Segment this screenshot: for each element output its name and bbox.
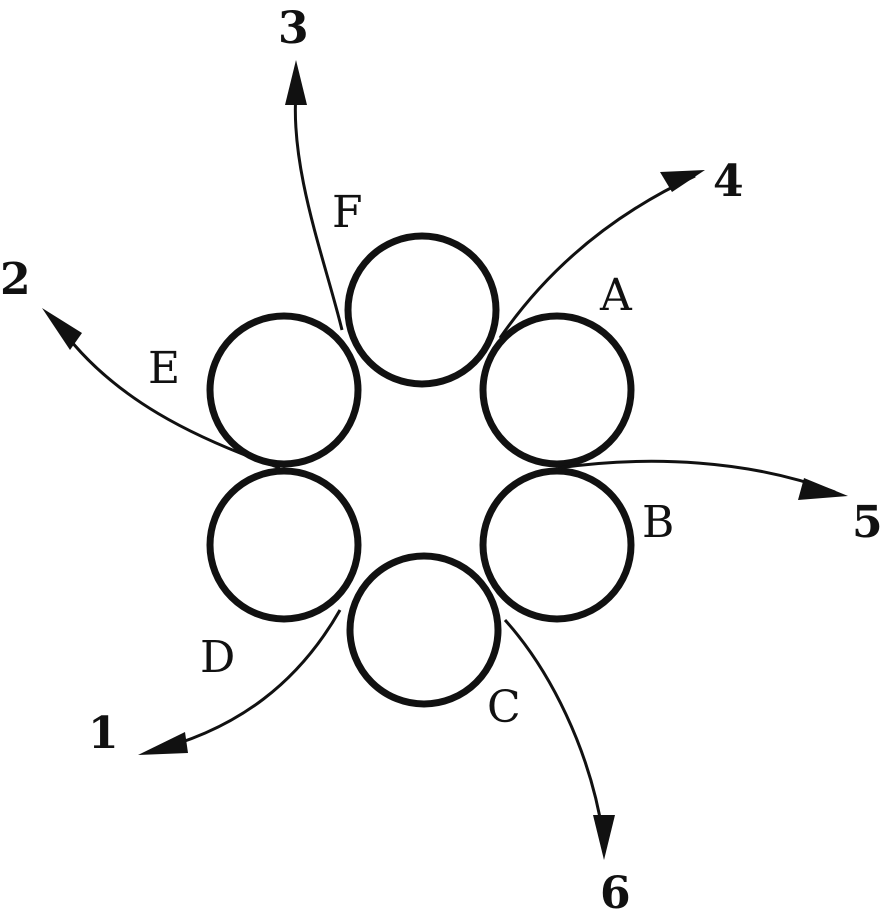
port-label-2: 2 (0, 254, 31, 305)
roller-label-a: A (599, 270, 633, 321)
roller-e (206, 312, 362, 468)
path-to-port-1 (147, 609, 342, 754)
roller-c (346, 552, 502, 708)
port-label-4: 4 (713, 156, 744, 207)
roller-label-d: D (200, 632, 235, 683)
port-label-1: 1 (88, 708, 119, 759)
roller-a (479, 312, 635, 468)
arrow-head-5 (798, 478, 848, 500)
roller-label-f: F (332, 187, 363, 238)
path-to-port-3 (293, 91, 344, 331)
arrow-head-3 (285, 60, 307, 105)
path-to-port-4 (498, 174, 696, 339)
arrow-head-1 (138, 732, 188, 755)
roller-b (479, 467, 635, 623)
port-label-3: 3 (278, 3, 309, 54)
path-to-port-2 (53, 319, 281, 470)
roller-label-b: B (642, 497, 674, 548)
arrow-head-2 (42, 308, 82, 350)
roller-label-c: C (487, 682, 521, 733)
port-label-5: 5 (852, 497, 883, 548)
roller-label-e: E (148, 343, 180, 394)
roller-d (206, 467, 362, 623)
port-label-6: 6 (600, 868, 631, 915)
arrow-head-4 (660, 170, 705, 192)
roller-f (344, 232, 500, 388)
path-to-port-5 (557, 459, 836, 494)
arrow-head-6 (593, 815, 615, 860)
path-to-port-6 (503, 618, 605, 836)
